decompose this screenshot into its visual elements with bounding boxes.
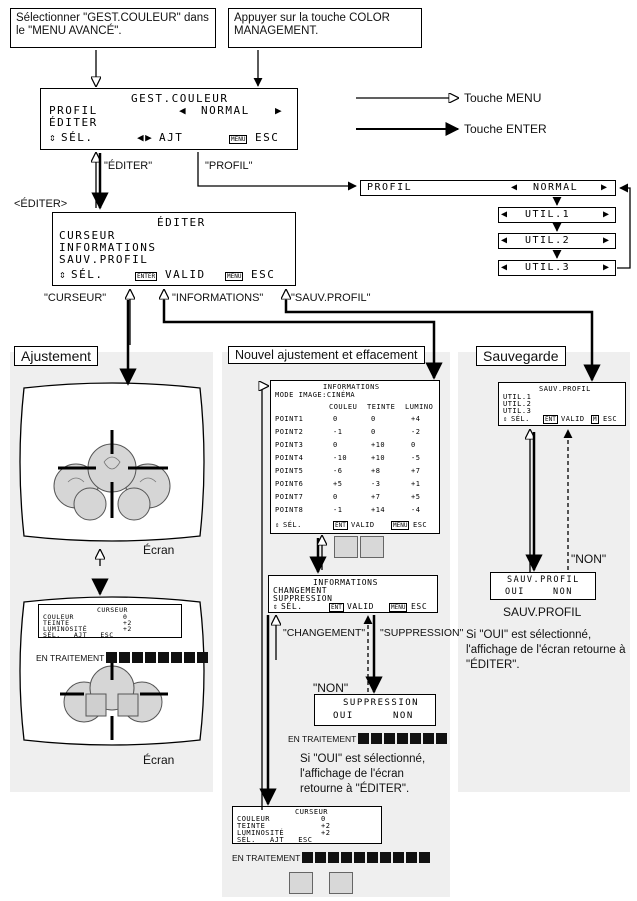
flow-connectors xyxy=(0,0,637,901)
